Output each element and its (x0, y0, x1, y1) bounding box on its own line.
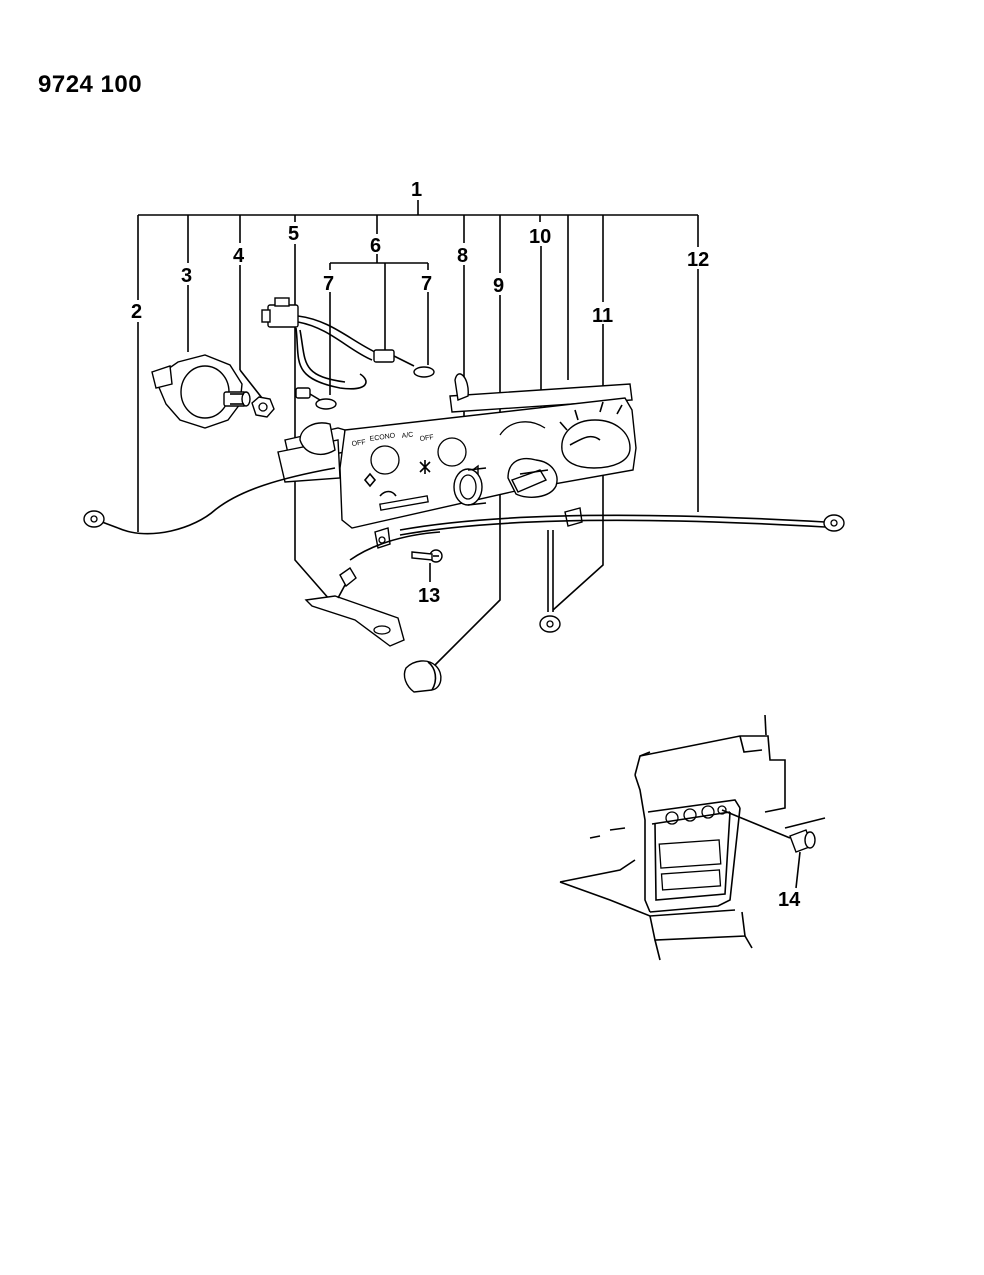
blower-switch-part (151, 354, 251, 429)
diagram-code: 9724 100 (38, 71, 142, 98)
nut-part (251, 396, 275, 418)
bracket-part (304, 566, 405, 647)
panel-label-ac: A/C (401, 431, 414, 440)
callout-9: 9 (493, 275, 504, 297)
callout-14: 14 (778, 889, 801, 911)
control-panel-part: OFF ECONO A/C OFF (277, 373, 637, 549)
callout-2: 2 (131, 301, 142, 323)
callout-7-right: 7 (421, 273, 432, 295)
knob-part (403, 660, 442, 693)
callout-10: 10 (529, 226, 551, 248)
wiring-harness-part (261, 297, 435, 410)
panel-label-off: OFF (351, 439, 366, 448)
dashboard-inset (559, 714, 826, 961)
callout-4: 4 (233, 245, 245, 267)
right-cable-part (349, 514, 845, 561)
callout-1: 1 (411, 179, 422, 201)
panel-label-off-2: OFF (419, 434, 434, 443)
screw-part (411, 549, 443, 563)
callout-5: 5 (288, 223, 299, 245)
callout-6: 6 (370, 235, 381, 257)
callout-11: 11 (592, 305, 613, 327)
callout-3: 3 (181, 265, 192, 287)
callout-numbers: 1 2 3 4 5 6 7 7 8 9 10 11 12 13 14 (131, 179, 801, 911)
callout-13: 13 (418, 585, 440, 607)
callout-7-left: 7 (323, 273, 334, 295)
control-rod-part (539, 530, 561, 633)
left-cable-part (83, 467, 336, 535)
callout-8: 8 (457, 245, 468, 267)
panel-label-econo: ECONO (369, 432, 396, 443)
callout-12: 12 (687, 249, 709, 271)
